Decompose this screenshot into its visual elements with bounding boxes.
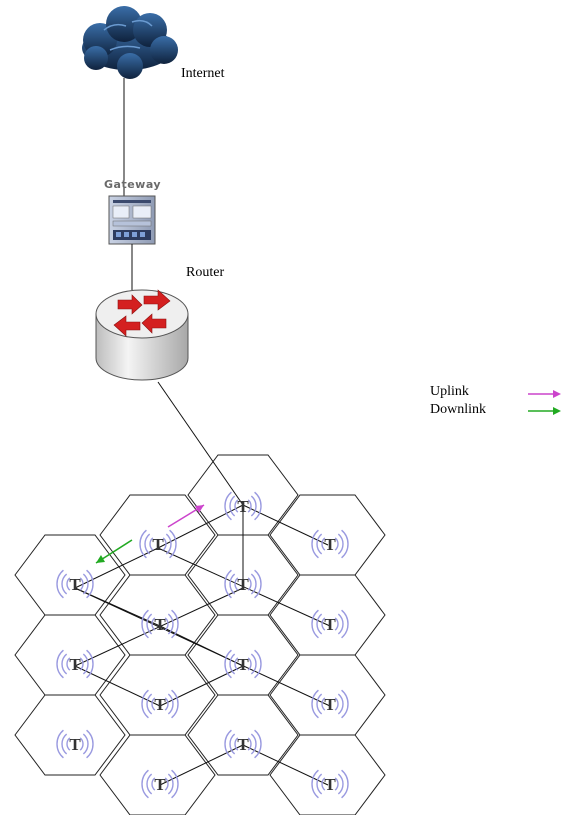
cell-tower-icon: T [311, 609, 349, 639]
tower-symbol: T [237, 655, 249, 674]
tower-symbol: T [237, 575, 249, 594]
cell-tower-icon: T [311, 529, 349, 559]
cell-link [159, 625, 244, 667]
tower-symbol: T [154, 695, 166, 714]
gateway-icon [108, 195, 156, 245]
cell-tower-icon: T [311, 769, 349, 799]
cell-tower-icon: T [311, 689, 349, 719]
tower-symbol: T [152, 535, 164, 554]
legend-uplink-arrowhead [553, 390, 561, 398]
hex-cell [187, 694, 299, 776]
cell-link [74, 587, 244, 667]
router-icon [95, 289, 189, 381]
cell-tower-icon: T [141, 689, 179, 719]
cloud-icon [82, 6, 178, 79]
hex-cell [14, 694, 126, 776]
router-label: Router [186, 265, 225, 280]
cell-towers: T T T T T T T T T T T T T T T [56, 491, 349, 799]
tower-symbol: T [154, 615, 166, 634]
gateway-label: Gateway [104, 178, 162, 191]
tower-symbol: T [324, 615, 336, 634]
connection-lines [74, 381, 331, 786]
uplink-arrowhead [195, 505, 204, 513]
cell-link [159, 665, 244, 707]
cell-link [159, 744, 244, 786]
cell-tower-icon: T [141, 769, 179, 799]
hex-cell [269, 734, 386, 815]
cell-link [74, 665, 161, 707]
cell-tower-icon: T [139, 529, 177, 559]
link-arrows [95, 504, 205, 564]
cell-link [242, 504, 329, 546]
tower-symbol: T [69, 575, 81, 594]
tower-symbol: T [324, 535, 336, 554]
tower-symbol: T [154, 775, 166, 794]
tower-symbol: T [324, 775, 336, 794]
cell-tower-icon: T [224, 729, 262, 759]
router-to-cell-link [157, 381, 244, 506]
cell-grid [14, 454, 386, 815]
cell-tower-icon: T [141, 609, 179, 639]
cell-tower-icon: T [224, 491, 262, 521]
legend-uplink-label: Uplink [430, 384, 469, 399]
tower-symbol: T [69, 655, 81, 674]
cell-link [242, 744, 329, 786]
legend-downlink-label: Downlink [430, 402, 486, 417]
hex-cell [99, 734, 216, 815]
cell-tower-icon: T [56, 569, 94, 599]
cell-tower-icon: T [224, 569, 262, 599]
cell-tower-icon: T [224, 649, 262, 679]
legend-downlink-arrowhead [553, 407, 561, 415]
downlink-arrowhead [96, 555, 105, 563]
tower-symbol: T [69, 735, 81, 754]
cell-link [157, 547, 331, 627]
tower-symbol: T [324, 695, 336, 714]
cell-tower-icon: T [56, 649, 94, 679]
tower-symbol: T [237, 735, 249, 754]
cell-link [157, 504, 244, 549]
tower-symbol: T [237, 497, 249, 516]
internet-label: Internet [181, 66, 225, 81]
legend-arrows [528, 390, 561, 415]
cell-tower-icon: T [56, 729, 94, 759]
